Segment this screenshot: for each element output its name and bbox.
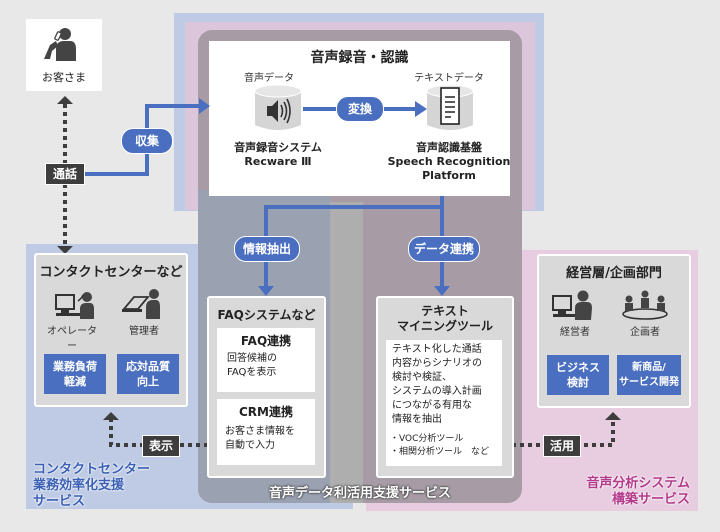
text-mining-desc-card: テキスト化した通話 内容からシナリオの 検討や検証、 システムの導入計画 につな… <box>386 340 502 466</box>
manager-label: 管理者 <box>129 326 159 337</box>
customer-box: お客さま <box>26 19 102 91</box>
crm-link-desc: お客さま情報を 自動で入力 <box>225 425 295 453</box>
executive-label: 経営者 <box>560 327 590 338</box>
text-mining-title-line1: テキスト <box>421 304 469 318</box>
utilize-tag: 活用 <box>543 435 581 457</box>
audio-database-icon <box>254 84 302 130</box>
cc-service-line: 業務効率化支援 <box>33 478 125 493</box>
display-arrow-head <box>103 412 119 420</box>
desc-line: 検討や検証、 <box>392 372 452 383</box>
crm-link-title: CRM連携 <box>239 405 293 419</box>
convert-arrow-head <box>415 101 427 117</box>
contact-center-icons <box>55 289 160 319</box>
contact-center-box: コンタクトセンターなど オペレーター 管理者 業務負荷 軽減 応対品質 向上 <box>34 253 188 407</box>
desc-line: テキスト化した通話 <box>392 344 482 355</box>
platform-line2: Speech Recognition <box>387 155 511 168</box>
benefit2-line2: 向上 <box>137 375 159 388</box>
voice-data-service-neutral-overlap <box>330 202 363 503</box>
faq-system-title: FAQシステムなど <box>217 308 316 322</box>
collect-pill: 収集 <box>121 128 173 154</box>
operator-label: オペレーター <box>47 326 97 352</box>
platform-line1: 音声認識基盤 <box>416 141 482 154</box>
recording-system-name: 音声録音システム Recware Ⅲ <box>219 141 337 169</box>
faq-link-title: FAQ連携 <box>240 334 292 348</box>
recording-system-name-line2: Recware Ⅲ <box>244 155 312 168</box>
text-mining-desc: テキスト化した通話 内容からシナリオの 検討や検証、 システムの導入計画 につな… <box>392 343 482 427</box>
desc-line: 内容からシナリオの <box>392 358 482 369</box>
extract-arrow-head <box>258 286 274 296</box>
crm-link-card: CRM連携 お客さま情報を 自動で入力 <box>217 399 315 465</box>
collect-arrow-head <box>199 98 210 114</box>
recognition-platform-name: 音声認識基盤 Speech Recognition Platform <box>384 141 514 183</box>
utilize-arrow-head <box>605 412 621 420</box>
executive-icon <box>552 290 592 320</box>
planner-label: 企画者 <box>630 327 660 338</box>
benefit2-line1: 応対品質 <box>126 360 170 373</box>
manager-icon <box>122 289 160 319</box>
faq-link-desc: 回答候補の FAQを表示 <box>227 352 277 380</box>
arrow-up-to-customer <box>57 96 73 104</box>
crm-desc-line2: 自動で入力 <box>225 440 275 451</box>
meeting-icon <box>622 290 668 320</box>
mgmt-benefit2-line2: サービス開発 <box>619 377 679 388</box>
faq-desc-line2: FAQを表示 <box>227 367 277 378</box>
recording-title: 音声録音・認識 <box>310 50 409 66</box>
data-link-arrow-head <box>434 286 450 296</box>
tool-bullet: ・VOC分析ツール <box>390 434 464 444</box>
benefit1-line1: 業務負荷 <box>53 360 97 373</box>
recording-box: 音声録音・認識 音声データ テキストデータ 変換 音声録音システム Recwa <box>209 41 510 196</box>
analysis-service-line: 音声分析システム <box>586 476 690 491</box>
text-mining-title: テキスト マイニングツール <box>378 304 512 334</box>
cc-service-line: コンタクトセンター <box>33 462 151 477</box>
analysis-service-label: 音声分析システム 構築サービス <box>560 476 690 508</box>
extract-pill: 情報抽出 <box>234 236 300 262</box>
faq-link-card: FAQ連携 回答候補の FAQを表示 <box>217 328 315 392</box>
benefit1-line2: 軽減 <box>64 375 86 388</box>
data-link-pill: データ連携 <box>408 236 480 262</box>
display-tag: 表示 <box>142 435 180 457</box>
arrow-down-to-contact-center <box>57 246 73 254</box>
person-phone-icon <box>44 28 76 61</box>
platform-line3: Platform <box>422 169 476 182</box>
business-review-badge: ビジネス 検討 <box>547 355 609 395</box>
text-data-label: テキストデータ <box>414 73 484 84</box>
faq-desc-line1: 回答候補の <box>227 353 277 364</box>
new-product-badge: 新商品/ サービス開発 <box>617 355 681 395</box>
customer-label: お客さま <box>42 71 86 84</box>
tool-bullet: ・相関分析ツール など <box>390 447 490 457</box>
workload-reduction-badge: 業務負荷 軽減 <box>44 354 106 394</box>
mgmt-benefit1-line1: ビジネス <box>556 361 600 374</box>
management-title: 経営層/企画部門 <box>566 266 662 281</box>
mgmt-benefit2-line1: 新商品/ <box>632 362 666 373</box>
desc-line: 情報を抽出 <box>392 414 442 425</box>
text-mining-title-line2: マイニングツール <box>396 319 493 333</box>
audio-data-label: 音声データ <box>244 73 294 84</box>
desc-line: につながる有用な <box>392 400 472 411</box>
contact-center-title: コンタクトセンターなど <box>39 265 183 280</box>
text-database-icon <box>426 84 474 130</box>
mgmt-benefit1-line2: 検討 <box>567 376 589 389</box>
operator-icon <box>55 292 94 319</box>
text-mining-box: テキスト マイニングツール テキスト化した通話 内容からシナリオの 検討や検証、… <box>376 296 514 478</box>
analysis-service-line: 構築サービス <box>611 492 690 507</box>
call-tag: 通話 <box>45 163 85 185</box>
service-quality-badge: 応対品質 向上 <box>117 354 179 394</box>
convert-pill: 変換 <box>336 96 384 122</box>
desc-line: システムの導入計画 <box>392 386 482 397</box>
management-box: 経営層/企画部門 経営者 企画者 ビジネス 検討 新商品/ サービス開発 <box>537 254 691 408</box>
recording-graphics <box>254 84 474 130</box>
faq-system-box: FAQシステムなど FAQ連携 回答候補の FAQを表示 CRM連携 お客さま情… <box>207 296 326 478</box>
crm-desc-line1: お客さま情報を <box>225 426 295 437</box>
contact-center-service-label: コンタクトセンター 業務効率化支援 サービス <box>33 462 150 510</box>
recording-system-name-line1: 音声録音システム <box>234 141 322 154</box>
cc-service-line: サービス <box>33 494 86 509</box>
management-icons <box>552 290 668 320</box>
voice-data-service-label: 音声データ利活用支援サービス <box>268 486 451 501</box>
text-mining-tools: ・VOC分析ツール ・相関分析ツール など <box>390 433 489 459</box>
